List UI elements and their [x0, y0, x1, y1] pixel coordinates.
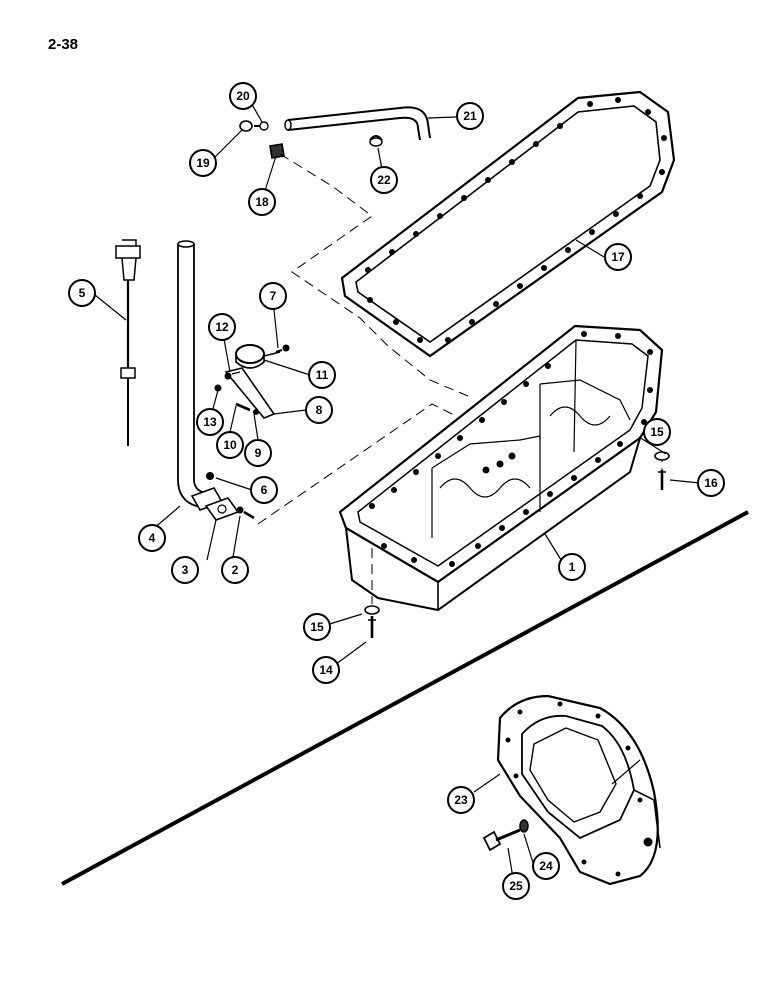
callout-1: 1 — [558, 553, 586, 581]
callout-21: 21 — [456, 102, 484, 130]
callout-label: 9 — [255, 446, 262, 460]
callout-label: 4 — [149, 531, 156, 545]
callout-circle — [305, 396, 333, 424]
flywheel-housing-plate — [496, 694, 661, 886]
callout-10: 10 — [216, 431, 244, 459]
callout-16: 16 — [697, 469, 725, 497]
callout-5: 5 — [68, 279, 96, 307]
leader-lines — [94, 100, 701, 885]
callout-17: 17 — [604, 243, 632, 271]
callout-bubbles: 1234567891011121314151516171819202122232… — [68, 82, 725, 900]
callout-2: 2 — [221, 556, 249, 584]
callout-18: 18 — [248, 188, 276, 216]
callout-24: 24 — [532, 852, 560, 880]
callout-circle — [229, 82, 257, 110]
callout-11: 11 — [308, 361, 336, 389]
callout-circle — [643, 418, 671, 446]
callout-9: 9 — [244, 439, 272, 467]
callout-label: 21 — [463, 109, 477, 123]
callout-label: 22 — [377, 173, 391, 187]
housing-bolt — [482, 819, 529, 852]
callout-label: 24 — [539, 859, 553, 873]
callout-circle — [456, 102, 484, 130]
callout-label: 20 — [236, 89, 250, 103]
callout-label: 6 — [261, 483, 268, 497]
callout-12: 12 — [208, 313, 236, 341]
callout-label: 5 — [79, 286, 86, 300]
callout-7: 7 — [259, 282, 287, 310]
callout-circle — [558, 553, 586, 581]
callout-label: 13 — [203, 415, 217, 429]
callout-circle — [250, 476, 278, 504]
callout-14: 14 — [312, 656, 340, 684]
callout-circle — [216, 431, 244, 459]
callout-15: 15 — [303, 613, 331, 641]
callout-circle — [248, 188, 276, 216]
callout-circle — [208, 313, 236, 341]
callout-circle — [370, 166, 398, 194]
callout-label: 10 — [223, 438, 237, 452]
callout-circle — [189, 149, 217, 177]
callout-label: 23 — [454, 793, 468, 807]
dipstick — [115, 239, 141, 446]
callout-label: 15 — [650, 425, 664, 439]
oil-pan — [338, 324, 664, 612]
callout-circle — [312, 656, 340, 684]
callout-label: 18 — [255, 195, 269, 209]
callout-23: 23 — [447, 786, 475, 814]
oil-pan-gasket — [340, 90, 676, 358]
callout-circle — [308, 361, 336, 389]
callout-3: 3 — [171, 556, 199, 584]
callout-circle — [68, 279, 96, 307]
callout-label: 14 — [319, 663, 333, 677]
callout-label: 8 — [316, 403, 323, 417]
callout-circle — [171, 556, 199, 584]
callout-label: 1 — [569, 560, 576, 574]
callout-circle — [196, 408, 224, 436]
callout-label: 25 — [509, 879, 523, 893]
callout-circle — [502, 872, 530, 900]
callout-4: 4 — [138, 524, 166, 552]
callout-label: 11 — [316, 368, 329, 382]
callout-circle — [221, 556, 249, 584]
callout-label: 15 — [310, 620, 324, 634]
bracket-hardware — [214, 344, 290, 415]
callout-label: 7 — [270, 289, 277, 303]
callout-label: 2 — [232, 563, 239, 577]
callout-circle — [532, 852, 560, 880]
callout-20: 20 — [229, 82, 257, 110]
callout-6: 6 — [250, 476, 278, 504]
callout-circle — [303, 613, 331, 641]
callout-8: 8 — [305, 396, 333, 424]
callout-15: 15 — [643, 418, 671, 446]
page-number: 2-38 — [48, 36, 79, 53]
callout-label: 16 — [704, 476, 718, 490]
callout-circle — [259, 282, 287, 310]
section-divider — [61, 510, 749, 886]
callout-circle — [447, 786, 475, 814]
suction-tube — [177, 240, 224, 511]
callout-19: 19 — [189, 149, 217, 177]
tube-bracket — [224, 344, 281, 419]
flange-gasket — [204, 497, 255, 521]
callout-circle — [244, 439, 272, 467]
callout-25: 25 — [502, 872, 530, 900]
callout-circle — [138, 524, 166, 552]
callout-22: 22 — [370, 166, 398, 194]
callout-13: 13 — [196, 408, 224, 436]
callout-label: 19 — [196, 156, 210, 170]
nut — [206, 472, 214, 480]
callout-circle — [697, 469, 725, 497]
callout-label: 17 — [611, 250, 625, 264]
callout-circle — [604, 243, 632, 271]
breather-hose — [284, 106, 431, 141]
callout-label: 3 — [182, 563, 189, 577]
callout-label: 12 — [215, 320, 229, 334]
